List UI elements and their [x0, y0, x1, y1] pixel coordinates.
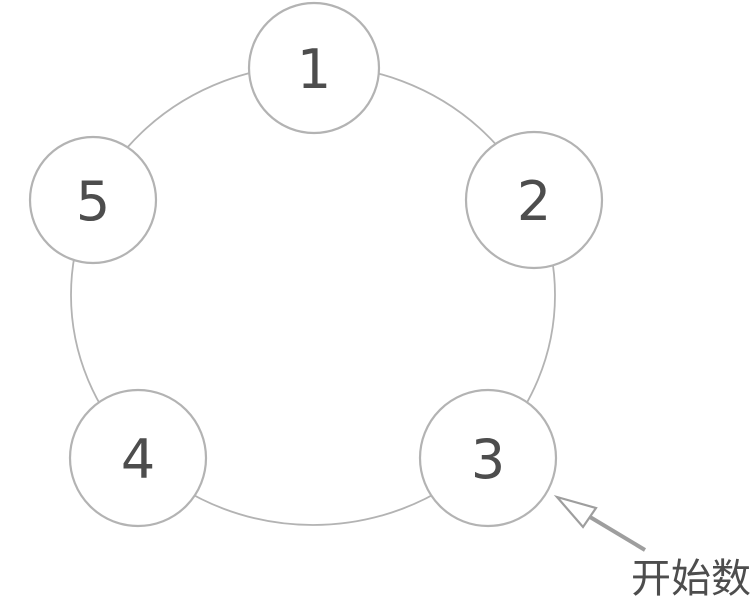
- node-label-4: 4: [121, 428, 155, 491]
- node-circle-4: [68, 388, 208, 528]
- node-label-2: 2: [517, 170, 551, 233]
- node-label-3: 3: [471, 428, 505, 491]
- arrow-head-icon: [553, 494, 598, 529]
- node-label-1: 1: [297, 38, 331, 101]
- node-circle-3: [418, 388, 558, 528]
- node-4: 4: [68, 388, 208, 528]
- node-circle-5: [28, 135, 158, 265]
- node-2: 2: [464, 130, 604, 270]
- arrow-shaft: [588, 515, 647, 552]
- annotation-label: 开始数: [631, 556, 751, 602]
- node-circle-1: [247, 1, 381, 135]
- node-circle-2: [464, 130, 604, 270]
- node-5: 5: [28, 135, 158, 265]
- node-label-5: 5: [76, 170, 110, 233]
- node-1: 1: [247, 1, 381, 135]
- node-3: 3: [418, 388, 558, 528]
- annotation-arrow: [553, 494, 647, 552]
